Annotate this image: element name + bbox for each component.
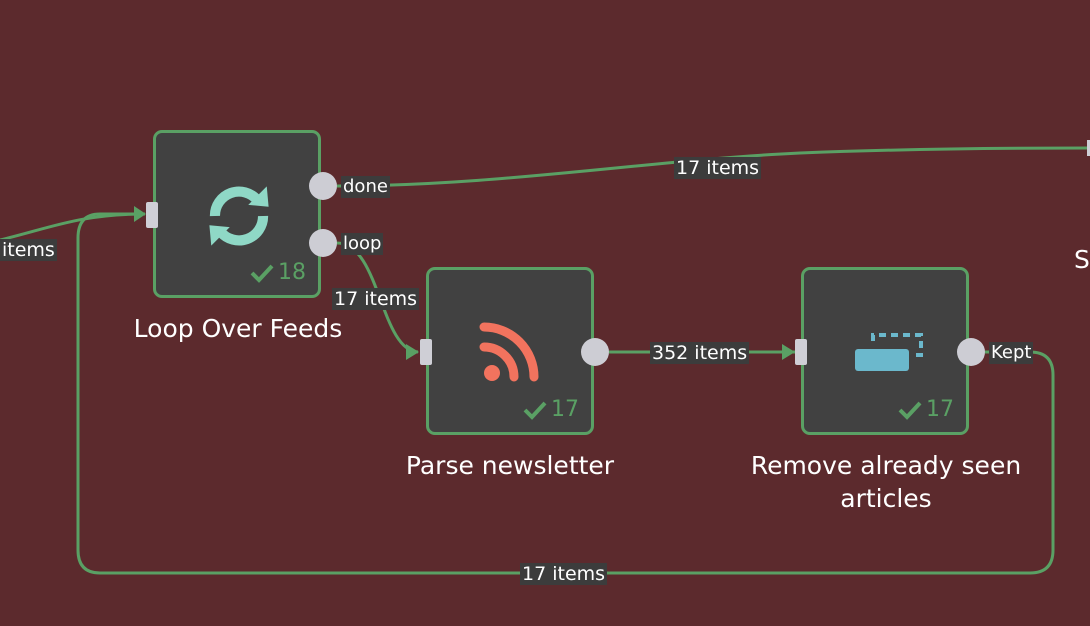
run-count-badge: 17 (898, 397, 954, 422)
output-port[interactable] (581, 338, 609, 366)
check-icon (898, 401, 922, 420)
edge-label-incoming: items (0, 239, 57, 261)
output-port-done[interactable] (309, 172, 337, 200)
output-port-loop[interactable] (309, 229, 337, 257)
port-label-done: done (341, 176, 390, 198)
input-port[interactable] (146, 202, 158, 228)
run-count-badge: 17 (523, 397, 579, 422)
rss-icon (470, 311, 550, 391)
arrowhead (406, 344, 419, 360)
port-label-loop: loop (341, 233, 384, 255)
check-icon (250, 264, 274, 283)
input-port[interactable] (795, 339, 807, 365)
edge-label-loop: 17 items (332, 288, 420, 310)
node-title-remove-already-seen: Remove already seen articles (750, 451, 1022, 513)
run-count-value: 17 (551, 397, 579, 422)
run-count-value: 18 (278, 260, 306, 285)
node-title-parse-newsletter: Parse newsletter (405, 451, 615, 480)
edge-label-parse-to-remove: 352 items (650, 342, 750, 364)
refresh-icon (202, 179, 276, 253)
node-remove-already-seen[interactable]: 17 (801, 267, 969, 435)
arrowhead (782, 344, 795, 360)
offscreen-node-title-fragment: S (1074, 245, 1090, 274)
run-count-value: 17 (926, 397, 954, 422)
edge-done-to-next[interactable] (336, 146, 1090, 188)
check-icon (523, 401, 547, 420)
port-label-kept: Kept (989, 342, 1034, 364)
edge-label-kept-to-loop: 17 items (520, 563, 608, 585)
edge-label-done: 17 items (674, 157, 762, 179)
next-port-edge (1087, 140, 1090, 156)
node-parse-newsletter[interactable]: 17 (426, 267, 594, 435)
input-port[interactable] (420, 339, 432, 365)
node-loop-over-feeds[interactable]: 18 (153, 130, 321, 298)
edge-incoming-left[interactable] (0, 212, 146, 242)
run-count-badge: 18 (250, 260, 306, 285)
output-port-kept[interactable] (957, 338, 985, 366)
remove-duplicates-icon (845, 311, 925, 391)
node-title-loop-over-feeds: Loop Over Feeds (133, 314, 343, 343)
